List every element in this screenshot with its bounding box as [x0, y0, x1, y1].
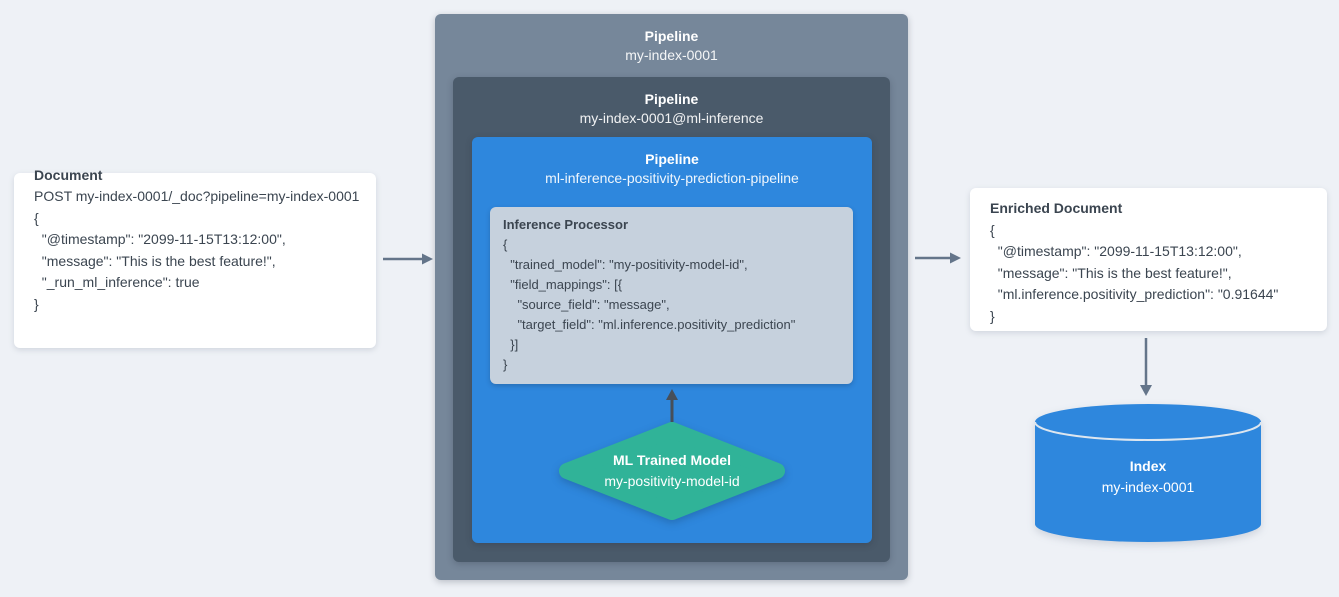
pipeline-box-outer: Pipeline my-index-0001 Pipeline my-index… — [435, 14, 908, 580]
processor-line: } — [503, 357, 508, 372]
enriched-document-card: Enriched Document { "@timestamp": "2099-… — [970, 188, 1327, 331]
document-line: "_run_ml_inference": true — [34, 274, 200, 290]
document-line: { — [34, 209, 39, 226]
pipeline-ml-title: Pipeline — [644, 91, 699, 107]
enriched-line: "@timestamp": "2099-11-15T13:12:00", — [990, 243, 1242, 259]
enriched-line: "ml.inference.positivity_prediction": "0… — [990, 286, 1279, 302]
arrow-pipeline-to-enriched-icon — [915, 252, 961, 264]
pipeline-outer-name: my-index-0001 — [625, 47, 718, 63]
document-line: } — [34, 295, 39, 312]
hexagon-shape-icon — [559, 422, 785, 520]
pipeline-blue-title: Pipeline — [645, 151, 699, 167]
processor-line: { — [503, 237, 508, 252]
processor-line: "field_mappings": [{ — [503, 277, 623, 292]
processor-line: "trained_model": "my-positivity-model-id… — [503, 257, 748, 272]
document-line: "@timestamp": "2099-11-15T13:12:00", — [34, 231, 286, 247]
inference-processor-title: Inference Processor — [503, 217, 629, 232]
index-name: my-index-0001 — [1101, 479, 1195, 495]
processor-line: "source_field": "message", — [503, 297, 670, 312]
processor-line: }] — [503, 337, 519, 352]
enriched-line: { — [990, 221, 995, 238]
cylinder-shape-icon — [1034, 404, 1262, 542]
enriched-line: "message": "This is the best feature!", — [990, 264, 1232, 281]
ml-trained-model-name: my-positivity-model-id — [604, 473, 740, 489]
pipeline-box-ml-inference: Pipeline my-index-0001@ml-inference Pipe… — [453, 77, 890, 562]
document-line: POST my-index-0001/_doc?pipeline=my-inde… — [34, 188, 360, 204]
inference-processor-box: Inference Processor { "trained_model": "… — [490, 207, 853, 384]
document-line: "message": "This is the best feature!", — [34, 252, 276, 269]
arrow-model-to-processor-icon — [666, 389, 678, 422]
pipeline-blue-name: ml-inference-positivity-prediction-pipel… — [545, 170, 799, 186]
document-card: Document POST my-index-0001/_doc?pipelin… — [14, 167, 376, 348]
processor-line: "target_field": "ml.inference.positivity… — [503, 317, 796, 332]
document-card-title: Document — [34, 166, 103, 183]
index-title: Index — [1129, 458, 1167, 474]
index-cylinder-node: Index my-index-0001 — [1033, 402, 1263, 548]
pipeline-box-inference-pipeline: Pipeline ml-inference-positivity-predict… — [472, 137, 872, 543]
ml-trained-model-title: ML Trained Model — [613, 452, 731, 468]
arrow-enriched-to-index-icon — [1140, 338, 1152, 396]
pipeline-ml-name: my-index-0001@ml-inference — [579, 110, 764, 126]
ml-trained-model-node: ML Trained Model my-positivity-model-id — [557, 420, 787, 522]
arrow-document-to-pipeline-icon — [383, 253, 433, 265]
enriched-card-title: Enriched Document — [990, 200, 1123, 216]
pipeline-outer-title: Pipeline — [644, 28, 699, 44]
enriched-line: } — [990, 307, 995, 324]
